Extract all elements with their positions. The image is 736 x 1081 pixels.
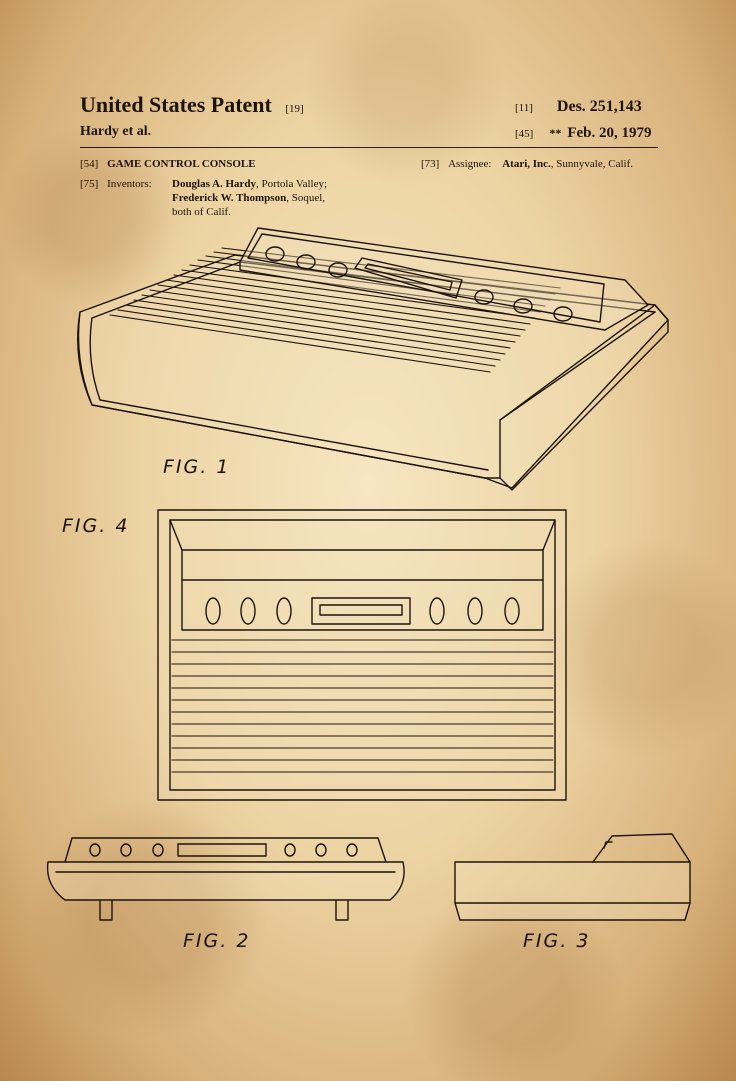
assignee-label: Assignee: bbox=[448, 158, 492, 170]
fig2-front-view-drawing bbox=[46, 837, 405, 921]
patent-date-code: [45] bbox=[515, 128, 534, 140]
inventor-1-name: Douglas A. Hardy bbox=[172, 178, 257, 190]
inventor-2: Frederick W. Thompson, Soquel, bbox=[172, 191, 325, 205]
assignee-name: Atari, Inc. bbox=[502, 158, 551, 170]
inventors-label: Inventors: bbox=[107, 178, 152, 190]
invention-title: GAME CONTROL CONSOLE bbox=[107, 158, 256, 170]
fig1-console-drawing bbox=[77, 227, 669, 491]
fig1-label: FIG. 1 bbox=[163, 456, 231, 478]
patent-title: United States Patent [19] bbox=[80, 92, 304, 118]
assignee-place: , Sunnyvale, Calif. bbox=[550, 158, 633, 170]
inventors-state: both of Calif. bbox=[172, 206, 231, 218]
patent-number-row: [11] Des. 251,143 bbox=[515, 98, 642, 116]
title-field: [54] GAME CONTROL CONSOLE bbox=[80, 157, 256, 171]
inventor-short: Hardy et al. bbox=[80, 124, 152, 139]
fig4-label: FIG. 4 bbox=[62, 515, 130, 537]
title-field-code: [54] bbox=[80, 158, 99, 170]
patent-date-marker: ** bbox=[549, 126, 562, 140]
fig3-side-view-drawing bbox=[454, 833, 691, 921]
header-rule bbox=[80, 147, 658, 148]
inventor-1: Douglas A. Hardy, Portola Valley; bbox=[172, 177, 327, 191]
fig3-label: FIG. 3 bbox=[523, 930, 591, 952]
inventor-2-place: , Soquel, bbox=[286, 192, 326, 204]
assignee-code: [73] bbox=[421, 158, 440, 170]
inventors-field: [75] Inventors: bbox=[80, 177, 152, 191]
title-text: United States Patent bbox=[80, 92, 272, 117]
patent-date-row: [45] ** Feb. 20, 1979 bbox=[515, 124, 652, 142]
patent-number: Des. 251,143 bbox=[556, 98, 642, 115]
fig2-label: FIG. 2 bbox=[183, 930, 251, 952]
inventors-code: [75] bbox=[80, 178, 99, 190]
patent-date: Feb. 20, 1979 bbox=[567, 125, 652, 141]
inventor-2-name: Frederick W. Thompson bbox=[172, 192, 287, 204]
fig4-top-view-drawing bbox=[157, 509, 567, 801]
patent-number-code: [11] bbox=[515, 102, 533, 114]
assignee-field: [73] Assignee: Atari, Inc., Sunnyvale, C… bbox=[421, 157, 633, 171]
title-code: [19] bbox=[285, 103, 304, 115]
inventor-1-place: , Portola Valley; bbox=[256, 178, 328, 190]
